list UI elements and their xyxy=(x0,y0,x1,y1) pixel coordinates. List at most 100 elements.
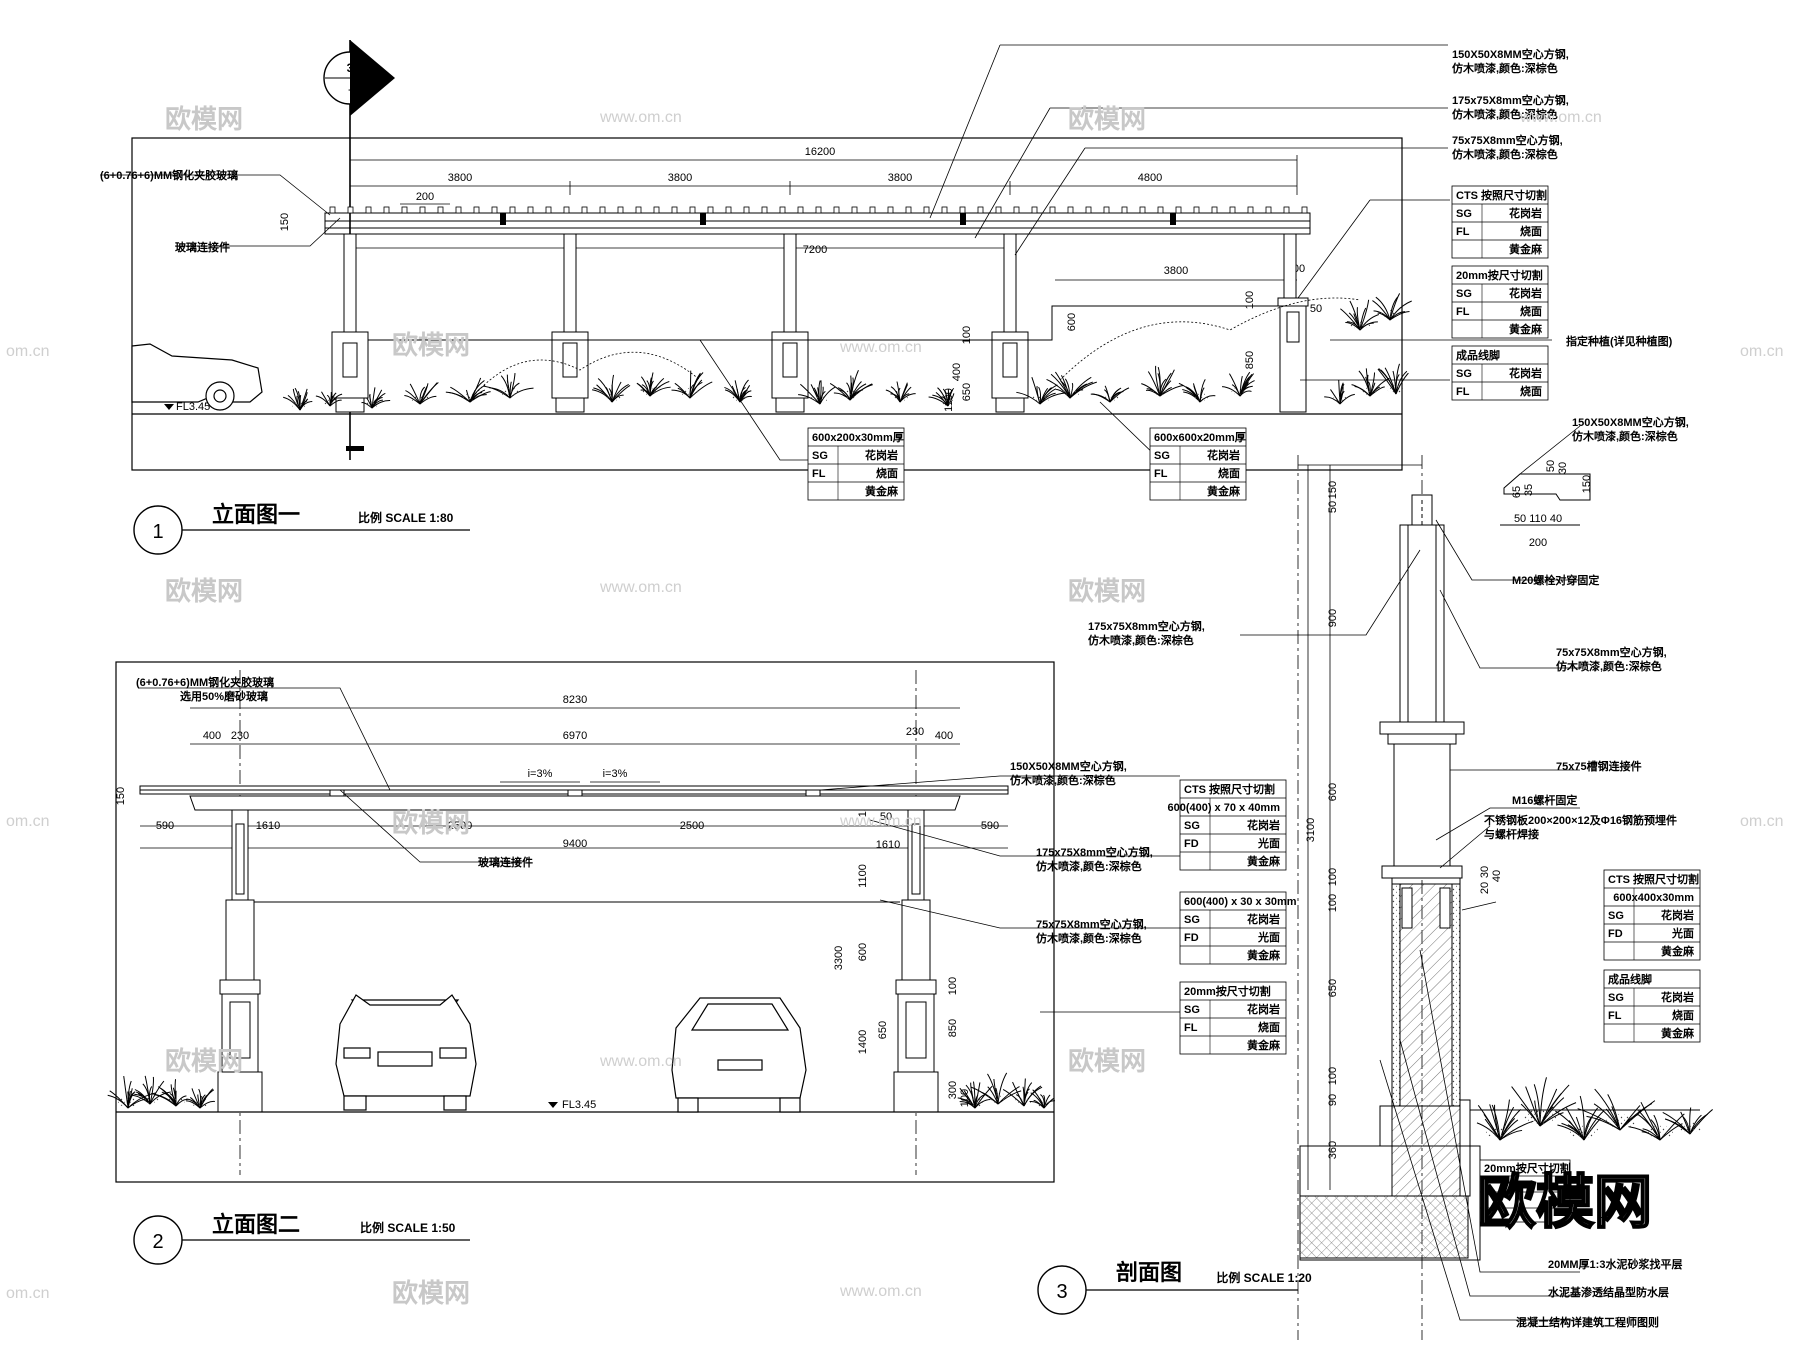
dim-e2-slope-2: i=3% xyxy=(603,768,628,780)
shrub-mass xyxy=(499,387,521,397)
watermark-big: 欧模网 xyxy=(1478,1170,1652,1235)
sec-dim-100c: 100 xyxy=(1327,1067,1339,1085)
spec-table-head: 成品线脚 xyxy=(1456,348,1500,362)
shrub-mass xyxy=(602,392,622,401)
dim-wall-3800: 3800 xyxy=(1164,265,1188,277)
watermark-url: www.om.cn xyxy=(839,339,922,356)
car-rear-view xyxy=(671,997,807,1113)
note-steel3-e1: 75x75X8mm空心方钢, xyxy=(1452,133,1563,147)
spec-table-value: 花岗岩 xyxy=(1207,448,1240,462)
watermark-url-short: om.cn xyxy=(1740,813,1784,830)
watermark-url: www.om.cn xyxy=(839,813,922,830)
landscape-planting-2 xyxy=(107,1072,1056,1109)
spec-table-code: FL xyxy=(1456,386,1470,398)
spec-table-head: CTS 按照尺寸切割 xyxy=(1184,782,1275,796)
note-steel2-e2: 175x75X8mm空心方钢, xyxy=(1036,845,1153,859)
low-wall xyxy=(368,305,1278,341)
watermark-url: www.om.cn xyxy=(839,1283,922,1300)
note-steel1-e2: 150X50X8MM空心方钢, xyxy=(1010,759,1127,773)
joist xyxy=(365,206,372,214)
spec-table-value: 黄金麻 xyxy=(865,484,899,498)
shrub-mass xyxy=(1380,309,1400,319)
note-steel3b-e2: 仿木喷漆,颜色:深棕色 xyxy=(1036,931,1142,945)
sec-dim-50: 50 xyxy=(1327,501,1339,513)
dim-e2-r2-5: 1610 xyxy=(876,839,900,851)
dim-e2-v8: 1400 xyxy=(857,1030,869,1054)
section-dimensions xyxy=(1307,465,1331,1190)
elevation-1-dimensions xyxy=(349,155,1298,281)
section-tag-sheet: - xyxy=(348,82,352,96)
dim-e2-inner: 6970 xyxy=(563,730,587,742)
joist xyxy=(977,206,984,214)
note-m16: M16螺杆固定 xyxy=(1512,793,1577,807)
dim-beam-150: 150 xyxy=(279,213,291,231)
landscape-planting-1 xyxy=(283,293,1412,411)
leaf xyxy=(1586,1115,1621,1131)
spec-table-value: 黄金麻 xyxy=(1509,242,1543,256)
spec-table-code: FL xyxy=(1608,1010,1622,1022)
shrub-mass xyxy=(839,389,861,399)
elevation-2-title-text: 立面图二 xyxy=(212,1212,300,1237)
note-connector-e2: 玻璃连接件 xyxy=(478,855,533,869)
glass-connector xyxy=(960,213,966,225)
note-steel3b-e1: 仿木喷漆,颜色:深棕色 xyxy=(1452,147,1558,161)
shrub-mass xyxy=(1014,1096,1034,1105)
spec-table-value: 花岗岩 xyxy=(1661,908,1694,922)
joist xyxy=(1013,206,1020,214)
note-mortar: 20MM厚1:3水泥砂浆找平层 xyxy=(1548,1257,1682,1271)
joist xyxy=(1085,206,1092,214)
spec-table-code: FD xyxy=(1184,838,1199,850)
joist xyxy=(1211,206,1218,214)
spec-table-head: 600x200x30mm厚 xyxy=(812,431,904,444)
joist xyxy=(1049,206,1056,214)
spec-table-value: 黄金麻 xyxy=(1661,1026,1695,1040)
joist xyxy=(761,206,768,214)
note-steel2b-s: 仿木喷漆,颜色:深棕色 xyxy=(1088,633,1194,647)
dim-span-7200: 7200 xyxy=(803,244,827,256)
post-left xyxy=(217,809,263,1113)
elevation-1-title-text: 立面图一 xyxy=(212,502,300,527)
shrub-mass xyxy=(461,393,479,402)
section-title: 3 剖面图 比例 SCALE 1:20 xyxy=(1037,1260,1312,1315)
note-plate2: 与螺杆焊接 xyxy=(1484,827,1539,841)
note-bolt: M20螺栓对穿固定 xyxy=(1512,573,1599,587)
watermark-brand: 欧模网 xyxy=(165,576,243,606)
sec-dim-90: 90 xyxy=(1327,1094,1339,1106)
spec-table-code: FD xyxy=(1184,932,1199,944)
joist xyxy=(617,206,624,214)
joist xyxy=(905,206,912,214)
dim-e2-v10: 850 xyxy=(947,1019,959,1037)
shrub-mass xyxy=(1231,387,1249,396)
car-side-view xyxy=(131,343,263,411)
shrub-mass xyxy=(1036,1100,1052,1108)
joist xyxy=(887,206,894,214)
spec-table-value: 黄金麻 xyxy=(1661,944,1695,958)
dim-pier-50: 50 xyxy=(1310,303,1322,315)
joist xyxy=(1067,206,1074,214)
spec-table-value: 光面 xyxy=(1257,930,1280,944)
note-steel2b-e2: 仿木喷漆,颜色:深棕色 xyxy=(1036,859,1142,873)
spec-table-value: 光面 xyxy=(1257,836,1280,850)
sec-dim-360: 360 xyxy=(1327,1141,1339,1159)
column-1 xyxy=(331,233,369,413)
dim-e2-v2: 50 xyxy=(880,811,892,823)
joist xyxy=(1301,206,1308,214)
joist xyxy=(401,206,408,214)
watermark-brand: 欧模网 xyxy=(392,1278,470,1308)
note-steel3-e2: 75x75X8mm空心方钢, xyxy=(1036,917,1147,931)
section-number: 3 xyxy=(1056,1281,1067,1303)
shrub-mass xyxy=(1190,392,1210,401)
dim-e2-total: 8230 xyxy=(563,694,587,706)
spec-table-code: SG xyxy=(812,450,828,462)
sec-dim-650: 650 xyxy=(1327,979,1339,997)
watermark-brand: 欧模网 xyxy=(165,104,243,134)
note-steel2b-e1: 仿木喷漆,颜色:深棕色 xyxy=(1452,107,1558,121)
elevation-2-title: 2 立面图二 比例 SCALE 1:50 xyxy=(133,1212,470,1265)
cap-dim-parts: 50 110 40 xyxy=(1514,513,1562,525)
watermark-url-short: om.cn xyxy=(6,813,50,830)
